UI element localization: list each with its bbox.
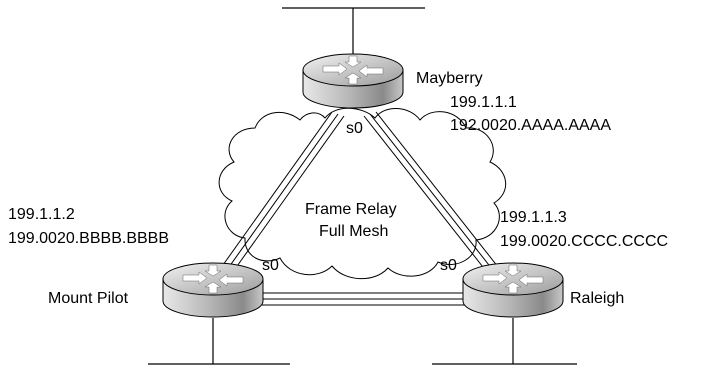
link-mountpilot-raleigh	[262, 292, 465, 306]
mount-pilot-ip: 199.1.1.2	[8, 206, 75, 223]
router-raleigh[interactable]	[462, 262, 564, 318]
lan-segment-right	[432, 318, 577, 365]
link-mayberry-raleigh	[363, 111, 503, 277]
mayberry-interface: s0	[346, 120, 363, 137]
cloud-label-line1: Frame Relay	[305, 201, 397, 218]
mount-pilot-name: Mount Pilot	[48, 290, 129, 307]
mayberry-ip: 199.1.1.1	[450, 94, 517, 111]
router-arrows-icon	[182, 264, 244, 294]
lan-segment-left	[148, 318, 290, 365]
mayberry-name: Mayberry	[416, 70, 483, 87]
frame-relay-cloud	[218, 107, 506, 280]
mayberry-dlci: 192.0020.AAAA.AAAA	[450, 117, 611, 134]
router-mayberry[interactable]	[302, 53, 404, 109]
mount-pilot-dlci: 199.0020.BBBB.BBBB	[8, 230, 169, 247]
link-mayberry-mountpilot	[217, 111, 345, 277]
lan-segment-top	[282, 7, 425, 55]
router-arrows-icon	[322, 55, 384, 85]
mount-pilot-interface: s0	[262, 257, 279, 274]
cloud-label-line2: Full Mesh	[319, 223, 388, 240]
raleigh-name: Raleigh	[570, 290, 624, 307]
router-mount-pilot[interactable]	[162, 262, 264, 318]
router-arrows-icon	[482, 264, 544, 294]
raleigh-interface: s0	[440, 257, 457, 274]
raleigh-dlci: 199.0020.CCCC.CCCC	[500, 233, 668, 250]
raleigh-ip: 199.1.1.3	[500, 209, 567, 226]
